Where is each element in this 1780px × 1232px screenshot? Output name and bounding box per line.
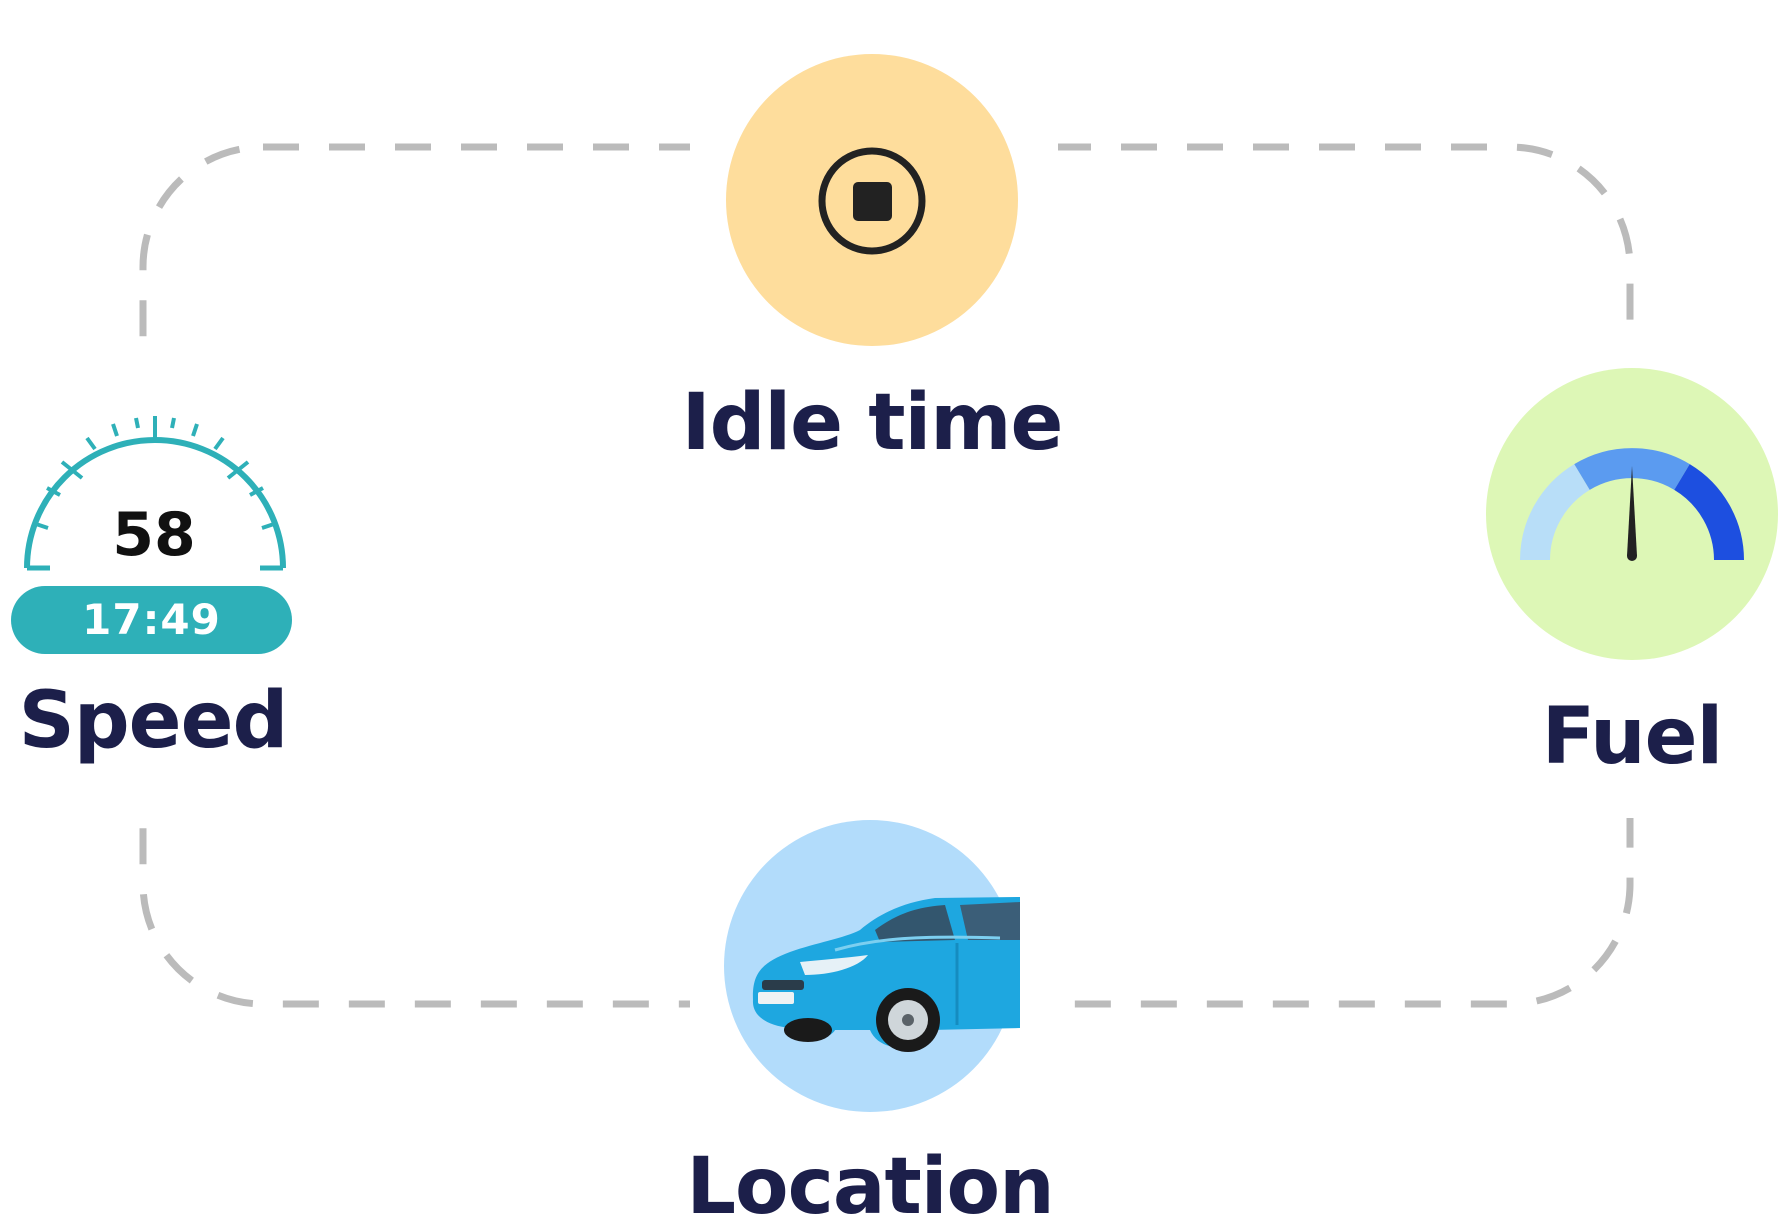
car-icon [752,897,1020,1052]
fuel-node [1486,368,1778,660]
speed-value: 58 [112,500,196,570]
speed-card-bg [0,352,368,812]
stop-button-icon [818,147,926,255]
location-label: Location [686,1142,1054,1232]
speedometer-icon [24,416,286,571]
location-node [724,820,1020,1112]
idle-time-label: Idle time [681,378,1064,468]
speed-label: Speed [18,676,289,766]
speed-time-pill: 17:49 [11,586,292,654]
speed-time: 17:49 [82,595,221,644]
fuel-label: Fuel [1541,692,1724,782]
fuel-gauge-icon [1520,448,1744,561]
idle-time-node [726,54,1018,346]
